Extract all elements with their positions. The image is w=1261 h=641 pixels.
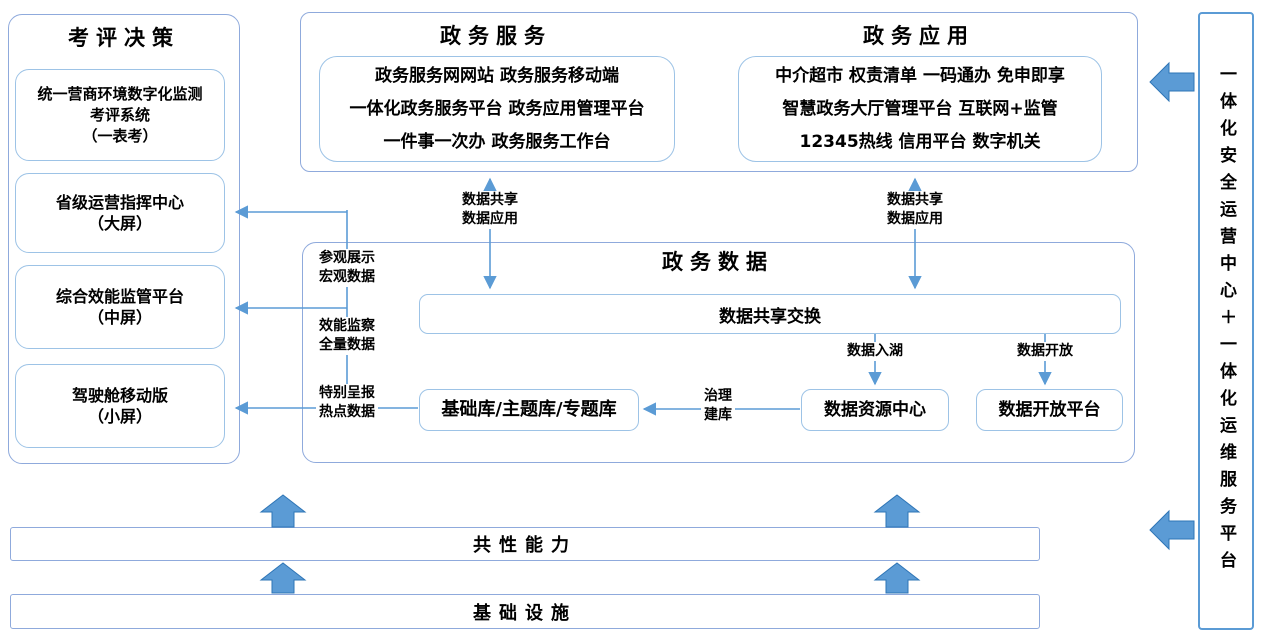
label-data-share-application: 数据共享 数据应用 <box>884 191 946 229</box>
base-theme-special-library-box: 基础库/主题库/专题库 <box>419 389 639 431</box>
up-arrow-right-2 <box>873 562 921 594</box>
unified-business-env-monitor-box: 统一营商环境数字化监测 考评系统 （一表考） <box>15 69 225 161</box>
label-line: 参观展示 <box>319 250 375 266</box>
label-special-hot-data: 特别呈报 热点数据 <box>316 384 378 422</box>
label-line: 数据应用 <box>887 211 943 227</box>
integrated-security-ops-maintenance-bar: 一体化安全运营中心＋一体化运维服务平台 <box>1198 12 1254 630</box>
label-line: 全量数据 <box>319 337 375 353</box>
box-line: 驾驶舱移动版 <box>71 386 168 405</box>
evaluation-decision-title: 考评决策 <box>68 26 180 50</box>
government-application-title: 政务应用 <box>863 24 975 48</box>
label-line: 建库 <box>704 407 732 423</box>
data-resource-center-box: 数据资源中心 <box>801 389 949 431</box>
box-line: （一表考） <box>82 126 158 145</box>
box-line: 一件事一次办 政务服务工作台 <box>383 131 611 152</box>
label-data-share-service: 数据共享 数据应用 <box>459 191 521 229</box>
label-line: 宏观数据 <box>319 269 375 285</box>
data-share-exchange-box: 数据共享交换 <box>419 294 1121 334</box>
up-arrow-right-1 <box>873 494 921 528</box>
left-arrow-sidebar-top <box>1149 61 1195 103</box>
box-line: 考评系统 <box>89 105 150 124</box>
government-service-box: 政务服务网网站 政务服务移动端 一体化政务服务平台 政务应用管理平台 一件事一次… <box>319 56 675 162</box>
up-arrow-left-2 <box>259 562 307 594</box>
government-data-panel: 数据共享交换 基础库/主题库/专题库 数据资源中心 数据开放平台 <box>302 242 1135 463</box>
box-line: 省级运营指挥中心 <box>55 193 184 212</box>
government-service-title: 政务服务 <box>440 24 552 48</box>
box-line: 统一营商环境数字化监测 <box>37 84 203 103</box>
government-application-box: 中介超市 权责清单 一码通办 免申即享 智慧政务大厅管理平台 互联网+监管 12… <box>738 56 1102 162</box>
label-line: 效能监察 <box>319 318 375 334</box>
label-line: 数据共享 <box>462 192 518 208</box>
label-data-open: 数据开放 <box>1014 342 1076 361</box>
infrastructure-bar: 基础设施 <box>10 594 1040 629</box>
evaluation-decision-panel: 统一营商环境数字化监测 考评系统 （一表考） 省级运营指挥中心 （大屏） 综合效… <box>8 14 240 464</box>
box-line: 政务服务网网站 政务服务移动端 <box>375 65 619 86</box>
label-display-macro-data: 参观展示 宏观数据 <box>316 249 378 287</box>
bar-label: 基础设施 <box>473 602 577 624</box>
bar-label: 共性能力 <box>473 535 577 556</box>
label-line: 数据应用 <box>462 211 518 227</box>
box-line: 中介超市 权责清单 一码通办 免申即享 <box>775 65 1065 86</box>
common-capability-bar: 共性能力 <box>10 527 1040 561</box>
box-line: （小屏） <box>87 407 152 426</box>
efficiency-supervision-platform-box: 综合效能监管平台 （中屏） <box>15 265 225 349</box>
label-data-lake: 数据入湖 <box>844 342 906 361</box>
data-open-platform-box: 数据开放平台 <box>976 389 1123 431</box>
government-data-title: 政务数据 <box>662 250 774 274</box>
box-line: 数据资源中心 <box>824 400 926 420</box>
box-line: 智慧政务大厅管理平台 互联网+监管 <box>782 98 1058 119</box>
label-line: 治理 <box>704 388 732 404</box>
box-line: 综合效能监管平台 <box>55 287 184 306</box>
box-line: 数据开放平台 <box>998 400 1101 420</box>
box-line: （中屏） <box>87 308 152 327</box>
label-line: 热点数据 <box>319 404 375 420</box>
box-line: 基础库/主题库/专题库 <box>441 399 617 420</box>
cockpit-mobile-box: 驾驶舱移动版 （小屏） <box>15 364 225 448</box>
up-arrow-left-1 <box>259 494 307 528</box>
label-efficiency-full-data: 效能监察 全量数据 <box>316 317 378 355</box>
label-line: 数据共享 <box>887 192 943 208</box>
box-line: 12345热线 信用平台 数字机关 <box>799 131 1041 152</box>
sidebar-vertical-text: 一体化安全运营中心＋一体化运维服务平台 <box>1216 64 1236 578</box>
service-application-panel: 政务服务网网站 政务服务移动端 一体化政务服务平台 政务应用管理平台 一件事一次… <box>300 12 1138 172</box>
box-line: （大屏） <box>87 214 152 233</box>
left-arrow-sidebar-bottom <box>1149 509 1195 551</box>
box-line: 一体化政务服务平台 政务应用管理平台 <box>349 98 645 119</box>
box-line: 数据共享交换 <box>719 306 821 327</box>
provincial-command-center-box: 省级运营指挥中心 （大屏） <box>15 173 225 253</box>
label-govern-build: 治理 建库 <box>701 387 735 425</box>
label-line: 特别呈报 <box>319 385 375 401</box>
